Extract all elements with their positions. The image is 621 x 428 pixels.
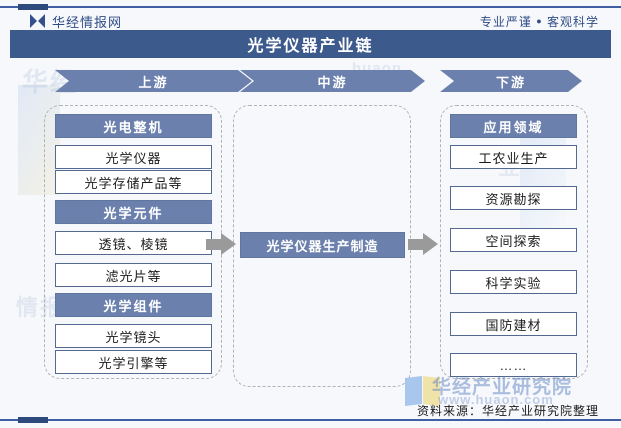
upstream-item-2-0: 光学镜头 xyxy=(55,324,212,348)
upstream-group-header-1-label: 光学元件 xyxy=(103,205,164,221)
bowtie-logo-icon xyxy=(30,14,45,29)
downstream-item-4-label: 国防建材 xyxy=(485,317,542,333)
top-rule xyxy=(0,6,621,8)
downstream-item-2: 空间探索 xyxy=(450,228,577,252)
banner-midstream: 中游 xyxy=(240,70,425,92)
banner-upstream: 上游 xyxy=(55,70,252,92)
bottom-rule xyxy=(0,419,621,421)
arrow-midstream-to-downstream-icon xyxy=(408,233,438,255)
upstream-item-1-0: 透镜、棱镜 xyxy=(55,231,212,255)
upstream-item-0-1-label: 光学存储产品等 xyxy=(84,175,183,191)
downstream-item-1-label: 资源勘探 xyxy=(485,191,542,207)
upstream-item-0-0-label: 光学仪器 xyxy=(105,150,162,166)
upstream-group-header-0-label: 光电整机 xyxy=(103,119,164,135)
footer-logo-icon xyxy=(405,375,443,407)
banner-upstream-label: 上游 xyxy=(138,74,169,90)
downstream-item-5: …… xyxy=(450,353,577,377)
midstream-center-box-label: 光学仪器生产制造 xyxy=(266,238,379,254)
downstream-container xyxy=(440,105,588,379)
upstream-group-header-0: 光电整机 xyxy=(55,114,212,138)
downstream-item-1: 资源勘探 xyxy=(450,186,577,210)
upstream-item-0-0: 光学仪器 xyxy=(55,145,212,169)
banner-midstream-label: 中游 xyxy=(317,74,348,90)
upstream-group-header-1: 光学元件 xyxy=(55,200,212,224)
upstream-group-header-2-label: 光学组件 xyxy=(103,298,164,314)
page-title-bar: 光学仪器产业链 xyxy=(10,30,611,58)
downstream-group-header-0-label: 应用领域 xyxy=(483,119,544,135)
downstream-item-4: 国防建材 xyxy=(450,312,577,336)
bottom-rule-accent xyxy=(18,417,48,423)
brand: 华经情报网 xyxy=(30,12,122,31)
brand-name: 华经情报网 xyxy=(52,15,123,30)
downstream-item-0-label: 工农业生产 xyxy=(478,150,549,166)
upstream-item-1-1: 滤光片等 xyxy=(55,263,212,287)
banner-downstream: 下游 xyxy=(440,70,582,92)
midstream-center-box: 光学仪器生产制造 xyxy=(240,232,405,258)
upstream-item-2-0-label: 光学镜头 xyxy=(105,329,162,345)
tagline: 专业严谨 ● 客观科学 xyxy=(480,13,599,30)
tagline-separator-icon: ● xyxy=(536,16,543,26)
page-title: 光学仪器产业链 xyxy=(247,38,374,55)
upstream-item-2-1: 光学引擎等 xyxy=(55,350,212,374)
downstream-item-3-label: 科学实验 xyxy=(485,275,542,291)
downstream-item-0: 工农业生产 xyxy=(450,145,577,169)
upstream-item-0-1: 光学存储产品等 xyxy=(55,170,212,194)
tagline-left: 专业严谨 xyxy=(479,15,532,29)
top-rule-accent xyxy=(18,4,48,10)
tagline-right: 客观科学 xyxy=(546,15,599,29)
source-note: 资料来源：华经产业研究院整理 xyxy=(416,404,599,418)
brand-row: 华经情报网 专业严谨 ● 客观科学 xyxy=(0,10,621,34)
downstream-item-2-label: 空间探索 xyxy=(485,233,542,249)
downstream-item-5-label: …… xyxy=(499,357,528,373)
downstream-item-3: 科学实验 xyxy=(450,270,577,294)
upstream-item-1-0-label: 透镜、棱镜 xyxy=(98,236,169,252)
upstream-group-header-2: 光学组件 xyxy=(55,293,212,317)
arrow-upstream-to-midstream-icon xyxy=(206,233,236,255)
upstream-item-2-1-label: 光学引擎等 xyxy=(98,355,169,371)
upstream-item-1-1-label: 滤光片等 xyxy=(105,268,162,284)
downstream-group-header-0: 应用领域 xyxy=(450,114,577,138)
banner-downstream-label: 下游 xyxy=(495,74,526,90)
